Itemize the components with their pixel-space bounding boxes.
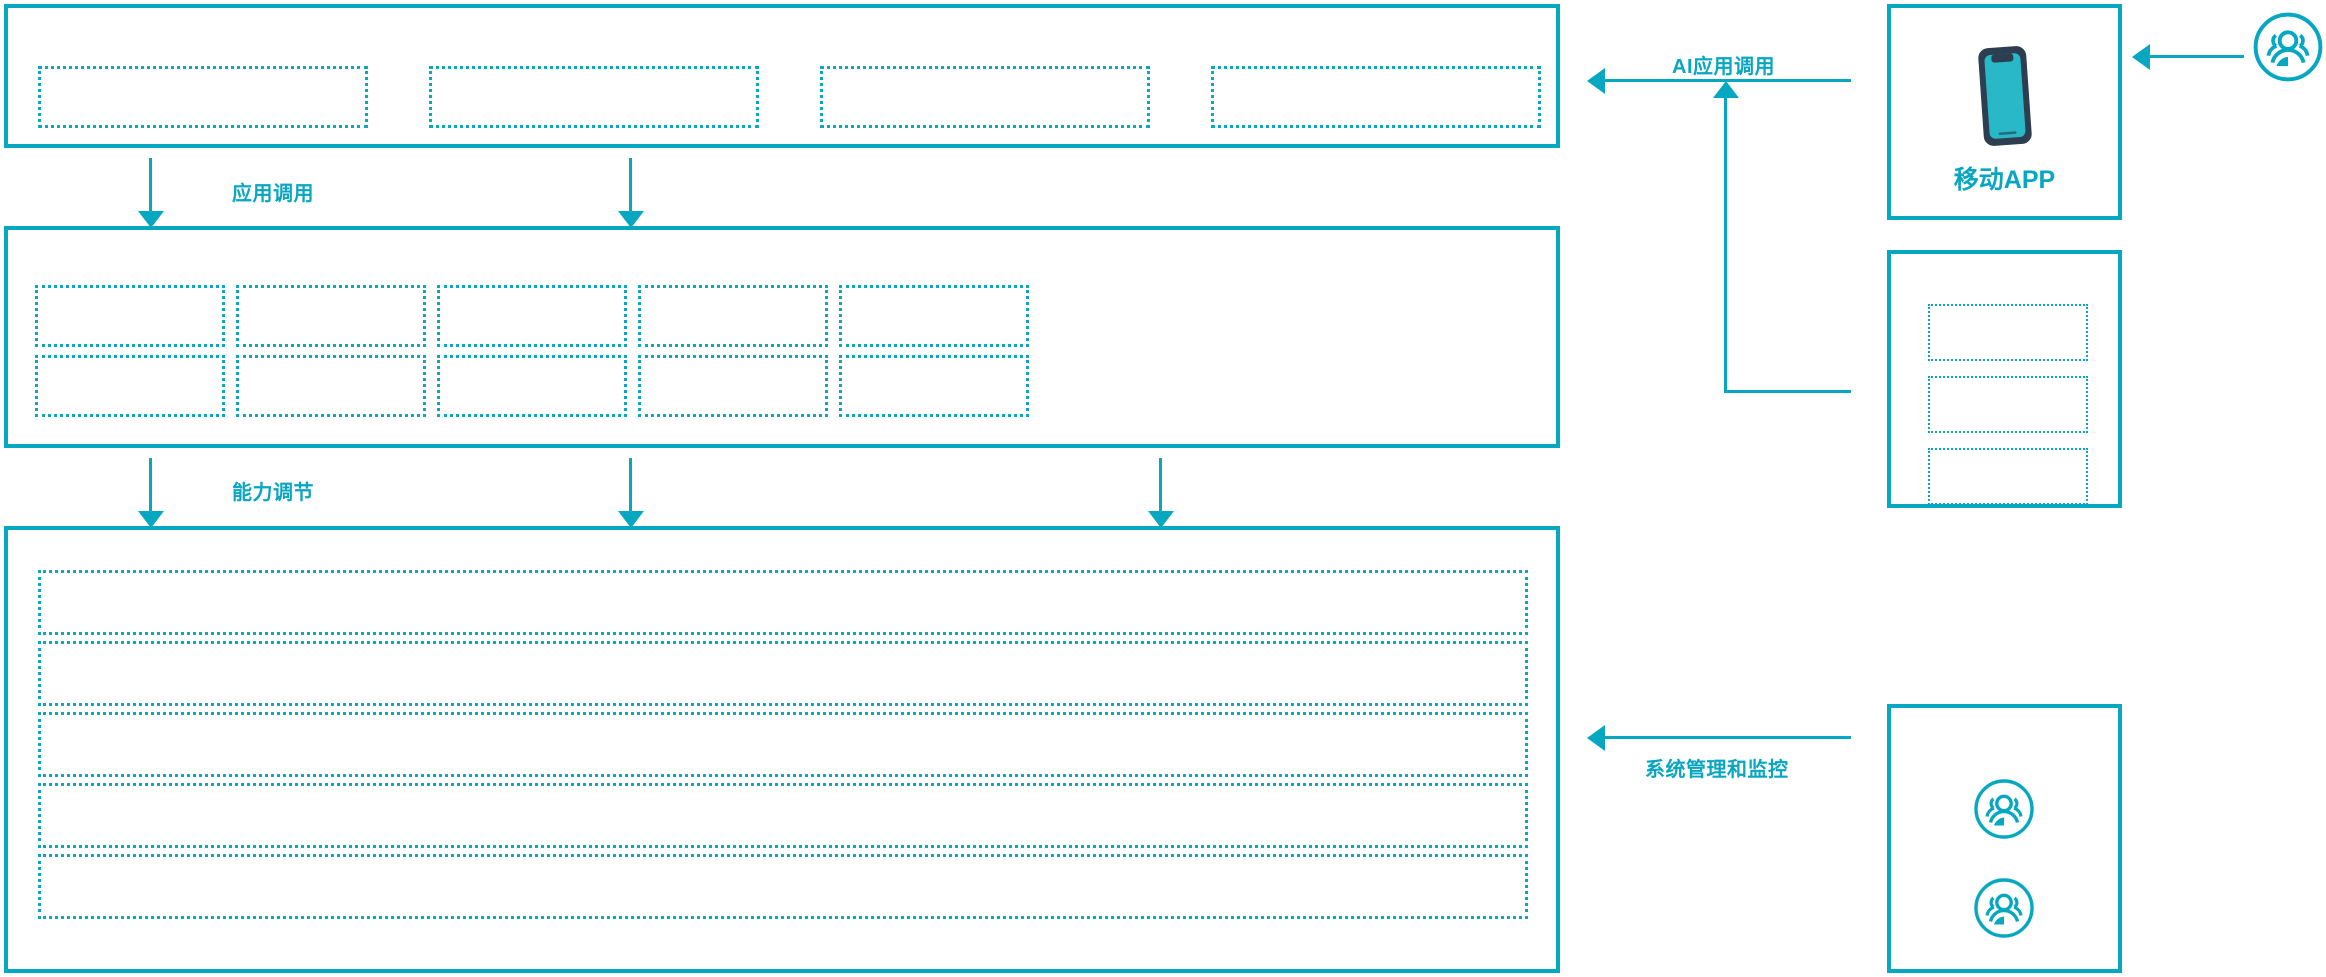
system-mgmt-monitor-arrow	[1603, 736, 1851, 739]
ai-app-invoke-label: AI应用调用	[1672, 56, 1775, 78]
capability-slot-r2c5[interactable]	[839, 355, 1029, 417]
platform-layer-panel	[4, 526, 1560, 973]
capability-invoke-arrow-3	[1159, 458, 1162, 513]
platform-slot-1[interactable]	[38, 570, 1528, 635]
mobile-app-label: 移动APP	[1953, 166, 2056, 194]
capability-slot-r1c2[interactable]	[236, 285, 426, 347]
capability-slot-r1c4[interactable]	[638, 285, 828, 347]
capability-slot-r2c1[interactable]	[35, 355, 225, 417]
mobile-phone-icon	[1891, 44, 2118, 148]
app-invoke-arrow-1	[149, 158, 152, 213]
capability-slot-r1c5[interactable]	[839, 285, 1029, 347]
app-invoke-label: 应用调用	[232, 183, 314, 205]
platform-slot-4[interactable]	[38, 783, 1528, 848]
external-actor-to-mobile-arrow	[2148, 55, 2244, 58]
capability-layer-panel	[4, 226, 1560, 448]
platform-slot-3[interactable]	[38, 712, 1528, 777]
application-slot-4[interactable]	[1211, 66, 1541, 128]
capability-invoke-label: 能力调节	[232, 482, 314, 504]
admin-user-icon-2[interactable]	[1972, 876, 2036, 945]
app-invoke-arrow-2	[629, 158, 632, 213]
service-to-ai-connector-vertical	[1724, 96, 1727, 393]
capability-slot-r2c2[interactable]	[236, 355, 426, 417]
capability-slot-r2c3[interactable]	[437, 355, 627, 417]
service-slot-3[interactable]	[1928, 448, 2088, 505]
system-mgmt-monitor-label: 系统管理和监控	[1645, 759, 1789, 781]
admin-user-icon-1[interactable]	[1972, 777, 2036, 846]
capability-slot-r1c3[interactable]	[437, 285, 627, 347]
application-slot-3[interactable]	[820, 66, 1150, 128]
service-slot-1[interactable]	[1928, 304, 2088, 361]
platform-slot-5[interactable]	[38, 854, 1528, 919]
application-layer-panel	[4, 4, 1560, 148]
service-to-ai-connector-horizontal	[1724, 390, 1851, 393]
application-slot-1[interactable]	[38, 66, 368, 128]
application-slot-2[interactable]	[429, 66, 759, 128]
users-card	[1887, 704, 2122, 973]
service-card	[1887, 250, 2122, 508]
external-user-actor-icon	[2251, 10, 2325, 89]
service-slot-2[interactable]	[1928, 376, 2088, 433]
capability-invoke-arrow-2	[629, 458, 632, 513]
capability-invoke-arrow-1	[149, 458, 152, 513]
capability-slot-r2c4[interactable]	[638, 355, 828, 417]
platform-slot-2[interactable]	[38, 641, 1528, 706]
mobile-app-card[interactable]: 移动APP	[1887, 4, 2122, 220]
capability-slot-r1c1[interactable]	[35, 285, 225, 347]
